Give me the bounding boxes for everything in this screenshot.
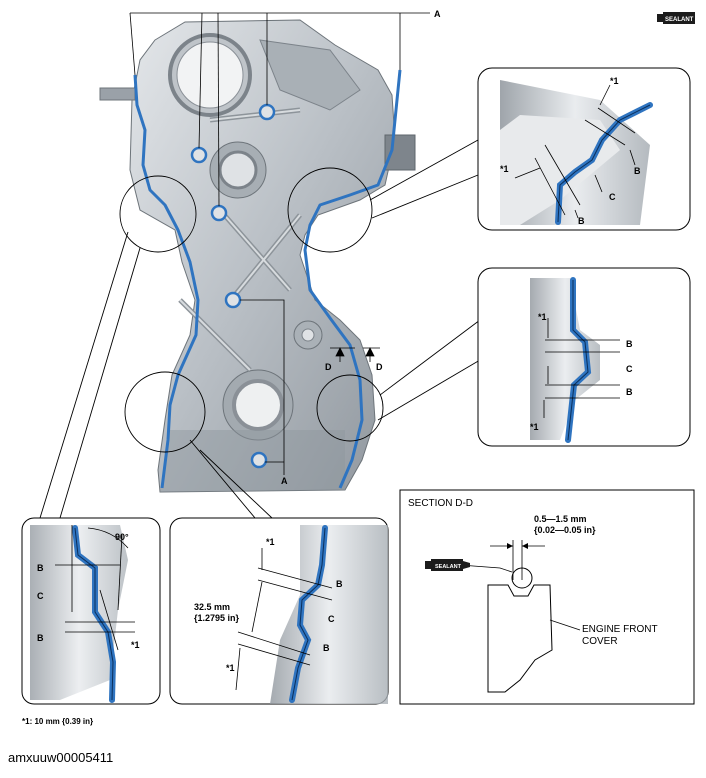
detail-box-bottom-left <box>21 517 161 705</box>
detail-box-middle-right <box>477 267 691 447</box>
leader-lines-a <box>129 12 430 475</box>
detail3-label-b-bottom: B <box>37 633 44 643</box>
detail-callout-circles <box>39 139 481 519</box>
label-a-top: A <box>434 9 441 19</box>
detail1-label-b-bottom: B <box>578 216 585 226</box>
detail3-star1: *1 <box>131 640 140 650</box>
detail3-label-b-top: B <box>37 563 44 573</box>
detail4-star1-bottom: *1 <box>226 663 235 673</box>
detail4-length-in: {1.2795 in} <box>194 613 240 623</box>
detail3-angle: 90° <box>115 532 129 542</box>
detail-box-top-right <box>477 67 691 231</box>
image-id: amxuuw00005411 <box>8 750 114 765</box>
cover-section-outline <box>487 584 553 693</box>
footnote: *1: 10 mm {0.39 in} <box>22 717 94 726</box>
section-title: SECTION D-D <box>408 498 473 509</box>
sealant-tube-icon <box>425 559 470 571</box>
detail4-label-c: C <box>328 614 335 624</box>
detail2-star1-bottom: *1 <box>530 422 539 432</box>
section-dimension-in: {0.02—0.05 in} <box>534 525 596 535</box>
detail4-length-mm: 32.5 mm <box>194 602 230 612</box>
section-d-d-box <box>399 489 695 705</box>
detail4-label-b-top: B <box>336 579 343 589</box>
detail-box-bottom-middle <box>169 517 389 705</box>
detail2-label-c: C <box>626 364 633 374</box>
detail2-star1-top: *1 <box>538 312 547 322</box>
detail2-label-b-top: B <box>626 339 633 349</box>
detail1-star1-left: *1 <box>500 164 509 174</box>
detail1-label-c: C <box>609 192 616 202</box>
detail3-label-c: C <box>37 591 44 601</box>
section-part-label-2: COVER <box>582 636 618 647</box>
label-d-right: D <box>376 362 383 372</box>
label-d-left: D <box>325 362 332 372</box>
engine-front-cover <box>99 19 416 493</box>
section-mark-d <box>330 347 380 362</box>
sealant-badge-text: SEALANT <box>665 17 694 23</box>
detail1-label-b-right: B <box>634 166 641 176</box>
sealant-badge-icon <box>657 12 695 24</box>
section-part-label-1: ENGINE FRONT <box>582 624 658 635</box>
sealant-bead-main <box>133 69 402 489</box>
detail4-star1-top: *1 <box>266 537 275 547</box>
section-dimension-mm: 0.5—1.5 mm <box>534 514 587 524</box>
detail1-star1-top: *1 <box>610 76 619 86</box>
label-a-bottom: A <box>281 476 288 486</box>
section-sealant-text: SEALANT <box>435 564 462 570</box>
detail4-label-b-bottom: B <box>323 643 330 653</box>
detail2-label-b-bottom: B <box>626 387 633 397</box>
